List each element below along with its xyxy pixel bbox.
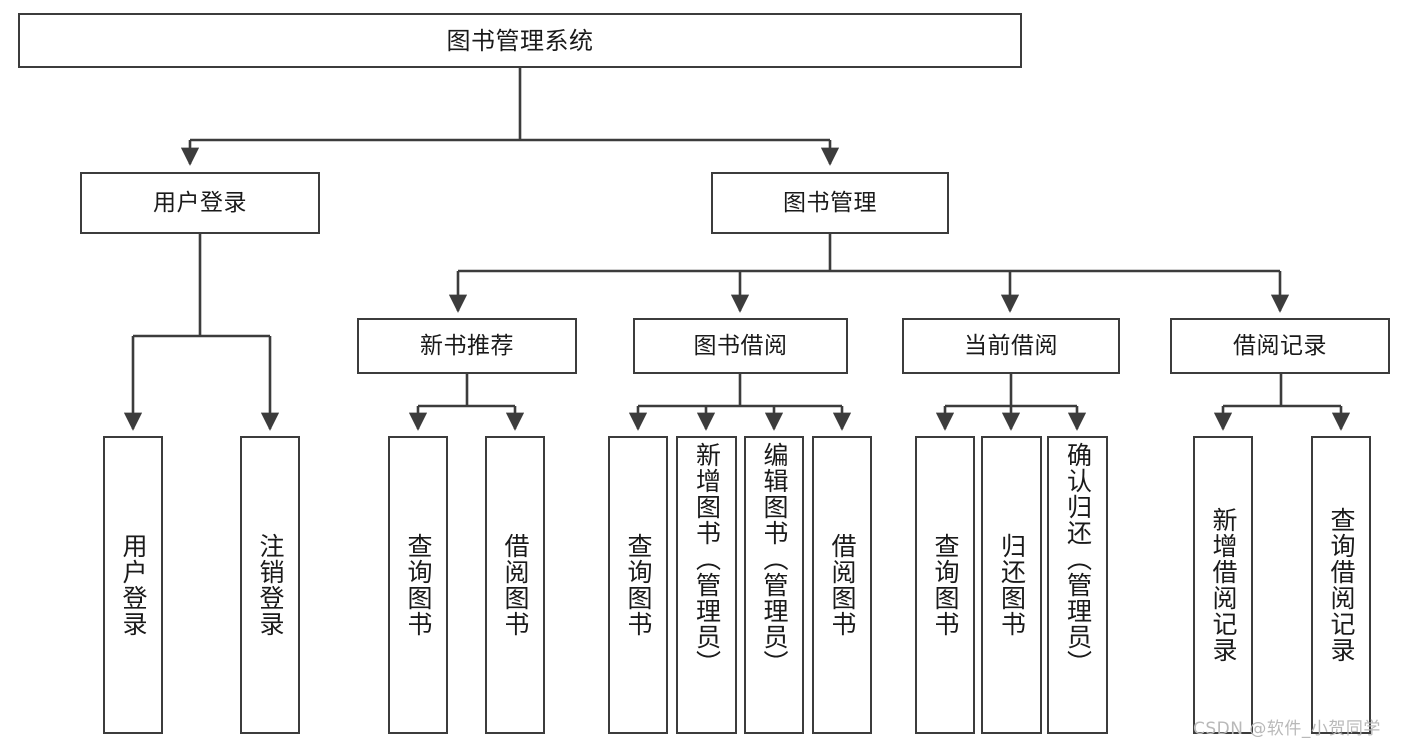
node-label: 用户登录: [153, 189, 247, 216]
leaf-user-login-login[interactable]: 用户登录: [103, 436, 163, 734]
node-label: 图书借阅: [693, 332, 788, 359]
node-label: 确认归还（管理员）: [1063, 442, 1093, 676]
node-book-management[interactable]: 图书管理: [711, 172, 949, 234]
node-label: 查询借阅记录: [1327, 507, 1356, 663]
node-label: 归还图书: [997, 533, 1027, 637]
node-user-login[interactable]: 用户登录: [80, 172, 320, 234]
node-label: 借阅记录: [1233, 332, 1327, 359]
node-label: 新增图书（管理员）: [692, 442, 722, 676]
node-label: 注销登录: [256, 533, 285, 637]
leaf-borrow-edit-book-admin[interactable]: 编辑图书（管理员）: [744, 436, 804, 734]
leaf-current-confirm-return-admin[interactable]: 确认归还（管理员）: [1047, 436, 1108, 734]
node-new-book-recommend[interactable]: 新书推荐: [357, 318, 577, 374]
node-label: 用户登录: [119, 533, 148, 637]
leaf-recommend-borrow-book[interactable]: 借阅图书: [485, 436, 545, 734]
node-label: 新增借阅记录: [1209, 507, 1238, 663]
node-label: 查询图书: [624, 533, 653, 637]
node-label: 借阅图书: [501, 533, 530, 637]
leaf-borrow-query-book[interactable]: 查询图书: [608, 436, 668, 734]
node-book-borrow[interactable]: 图书借阅: [633, 318, 848, 374]
node-label: 借阅图书: [828, 533, 857, 637]
leaf-record-query-record[interactable]: 查询借阅记录: [1311, 436, 1371, 734]
node-label: 新书推荐: [420, 332, 514, 359]
node-label: 查询图书: [931, 533, 960, 637]
leaf-user-login-logout[interactable]: 注销登录: [240, 436, 300, 734]
watermark-text: CSDN @软件_小贺同学: [1193, 719, 1381, 739]
node-current-borrow[interactable]: 当前借阅: [902, 318, 1120, 374]
node-label: 图书管理系统: [446, 26, 594, 55]
node-root-system[interactable]: 图书管理系统: [18, 13, 1022, 68]
node-label: 编辑图书（管理员）: [760, 442, 789, 676]
node-label: 图书管理: [783, 189, 877, 216]
node-label: 查询图书: [404, 533, 433, 637]
node-borrow-record[interactable]: 借阅记录: [1170, 318, 1390, 374]
leaf-borrow-add-book-admin[interactable]: 新增图书（管理员）: [676, 436, 737, 734]
leaf-current-query-book[interactable]: 查询图书: [915, 436, 975, 734]
leaf-recommend-query-book[interactable]: 查询图书: [388, 436, 448, 734]
leaf-borrow-borrow-book[interactable]: 借阅图书: [812, 436, 872, 734]
node-label: 当前借阅: [964, 332, 1058, 359]
leaf-current-return-book[interactable]: 归还图书: [981, 436, 1042, 734]
leaf-record-add-record[interactable]: 新增借阅记录: [1193, 436, 1253, 734]
